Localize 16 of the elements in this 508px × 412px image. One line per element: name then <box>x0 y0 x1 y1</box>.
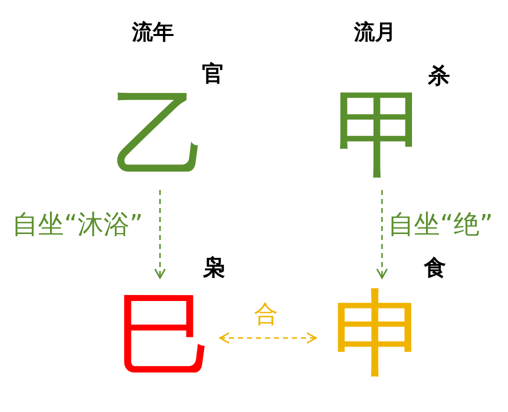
large-character: 甲 <box>334 86 430 182</box>
character-tag: 枭 <box>203 258 225 280</box>
edge-label: 合 <box>254 302 278 326</box>
character-tag: 杀 <box>428 66 450 88</box>
character-tag: 食 <box>424 258 446 280</box>
large-character: 巳 <box>116 286 212 382</box>
character-tag: 官 <box>202 64 224 86</box>
column-heading: 流月 <box>354 22 396 43</box>
edge-label: 自坐“沐浴” <box>12 212 143 238</box>
dashed-arrow <box>154 190 166 279</box>
edge-label: 自坐“绝” <box>388 212 493 238</box>
large-character: 乙 <box>112 86 208 182</box>
dashed-arrow <box>219 332 317 344</box>
dashed-arrow <box>376 190 388 279</box>
large-character: 申 <box>332 286 428 382</box>
column-heading: 流年 <box>132 22 174 43</box>
